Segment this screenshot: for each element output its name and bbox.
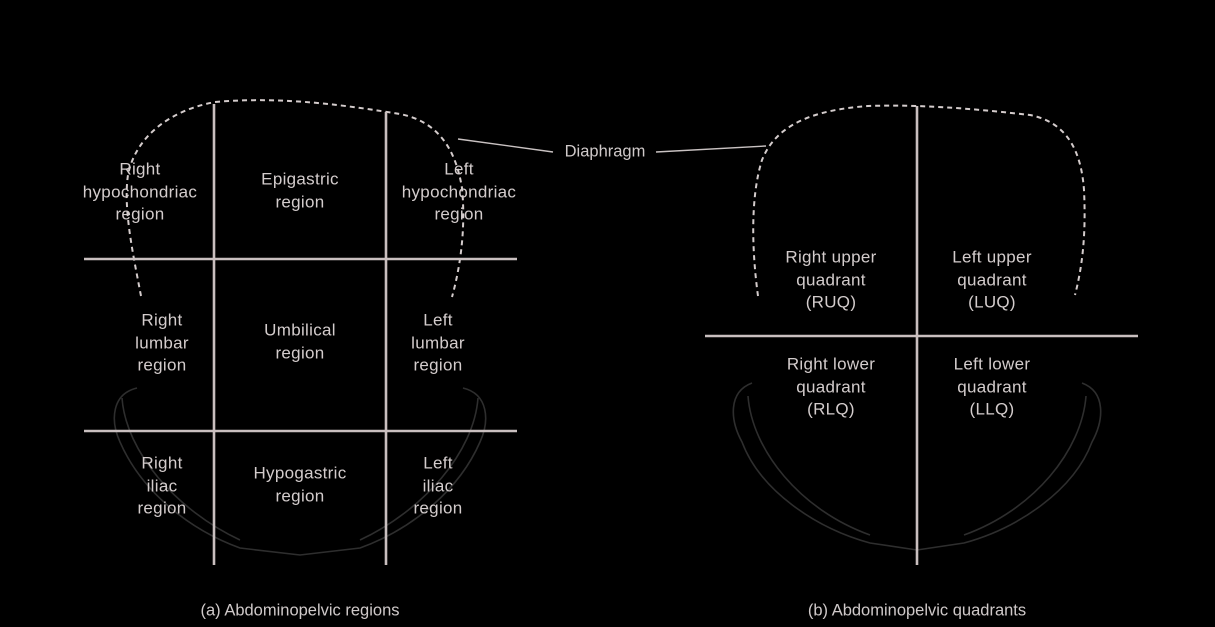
label-line: iliac <box>146 475 178 495</box>
label-line: Right upper <box>785 247 877 267</box>
label-line: lumbar <box>411 332 465 352</box>
diaphragm-label: Diaphragm <box>564 142 646 161</box>
label-line: Epigastric <box>261 169 339 189</box>
label-line: Left <box>423 453 453 473</box>
region-grid <box>84 104 517 565</box>
label-line: region <box>137 355 187 375</box>
caption-panel-a: (a) Abdominopelvic regions <box>200 601 400 620</box>
label-line: quadrant <box>957 376 1027 396</box>
region-label-umbilical: Umbilical region <box>264 320 336 365</box>
label-line: hypochondriac <box>82 181 198 201</box>
region-label-left-hypochondriac: Left hypochondriac region <box>402 158 516 226</box>
quadrant-label-ruq: Right upper quadrant (RUQ) <box>785 246 876 314</box>
label-line: iliac <box>422 475 454 495</box>
label-line: lumbar <box>135 332 189 352</box>
label-line: region <box>137 498 187 518</box>
quadrant-label-luq: Left upper quadrant (LUQ) <box>952 246 1032 314</box>
label-line: (LLQ) <box>969 399 1015 419</box>
label-line: Right <box>141 310 183 330</box>
label-line: region <box>275 192 325 211</box>
label-line: region <box>275 486 325 505</box>
label-line: Umbilical <box>264 320 336 340</box>
caption-panel-b: (b) Abdominopelvic quadrants <box>807 601 1027 620</box>
label-line: region <box>434 204 484 224</box>
label-line: Left lower <box>953 354 1031 374</box>
label-line: region <box>413 498 463 518</box>
label-line: quadrant <box>796 376 866 396</box>
region-label-left-lumbar: Left lumbar region <box>411 309 465 377</box>
label-line: Left <box>444 159 474 179</box>
region-label-hypogastric: Hypogastric region <box>253 463 346 508</box>
region-label-right-lumbar: Right lumbar region <box>135 309 189 377</box>
label-line: region <box>413 355 463 375</box>
label-line: Right <box>141 453 183 473</box>
region-label-left-iliac: Left iliac region <box>413 452 462 520</box>
diaphragm-callout-lines <box>457 138 767 153</box>
quadrant-label-llq: Left lower quadrant (LLQ) <box>954 353 1031 421</box>
label-line: Left <box>423 310 453 330</box>
diaphragm-outline-a <box>125 99 465 298</box>
region-label-right-iliac: Right iliac region <box>137 452 186 520</box>
pelvis-outline-a <box>113 387 487 556</box>
label-line: Hypogastric <box>253 463 347 483</box>
label-line: Left upper <box>952 247 1032 267</box>
label-line: region <box>115 204 165 224</box>
diaphragm-outline-b <box>752 104 1086 297</box>
quadrant-grid <box>705 106 1138 565</box>
label-line: Right <box>119 159 161 179</box>
region-label-epigastric: Epigastric region <box>261 169 339 214</box>
label-line: (RUQ) <box>805 292 857 312</box>
label-line: quadrant <box>957 269 1027 289</box>
label-line: (LUQ) <box>968 292 1016 312</box>
label-line: hypochondriac <box>401 181 517 201</box>
label-line: Right lower <box>786 354 876 374</box>
label-line: region <box>275 343 325 362</box>
label-line: (RLQ) <box>807 399 855 419</box>
label-line: quadrant <box>796 269 866 289</box>
quadrant-label-rlq: Right lower quadrant (RLQ) <box>787 353 875 421</box>
region-label-right-hypochondriac: Right hypochondriac region <box>83 158 197 226</box>
